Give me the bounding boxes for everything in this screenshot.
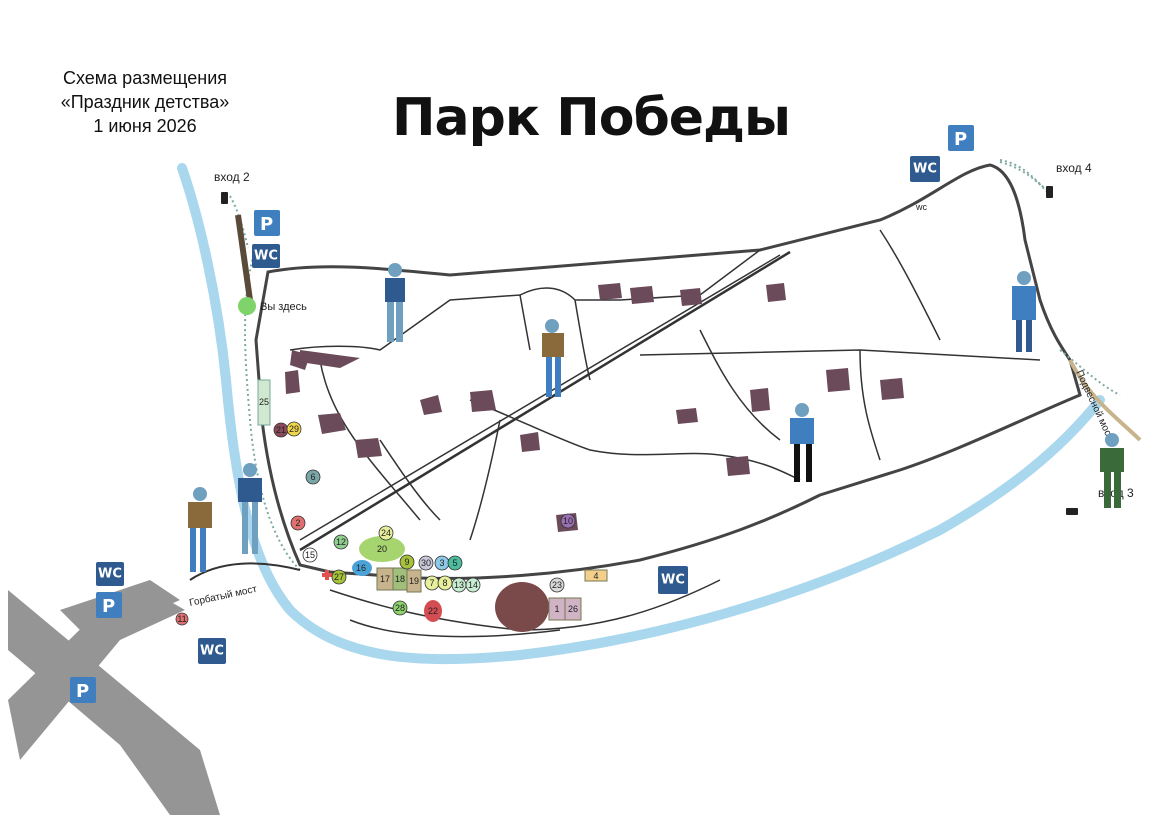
marker-10: 10 (563, 516, 573, 526)
entrance-2-road (235, 214, 253, 301)
pavilions (285, 283, 904, 532)
marker-4: 4 (593, 571, 598, 581)
green-lawn (359, 536, 405, 562)
you-are-here-label: Вы здесь (260, 301, 307, 313)
marker-18: 18 (395, 574, 405, 584)
marker-14: 14 (468, 580, 478, 590)
marker-13: 13 (454, 580, 464, 590)
heading-line-2: «Праздник детства» (60, 92, 230, 112)
marker-1: 1 (554, 604, 559, 614)
dotted-edge (244, 249, 301, 571)
marker-8: 8 (442, 578, 447, 588)
numbered-markers: 1 2 3 4 5 6 7 8 9 10 11 12 13 14 15 16 1… (175, 397, 599, 626)
wc-sign: WC (910, 156, 940, 182)
marker-27: 27 (334, 572, 344, 582)
walkie-talkie-icon (221, 186, 1078, 515)
marker-17: 17 (380, 574, 390, 584)
wc-sign-label: WC (98, 567, 122, 582)
you-are-here-marker (238, 297, 256, 315)
marker-19: 19 (409, 576, 419, 586)
marker-26: 26 (568, 604, 578, 614)
suspension-bridge-label: Подвесной мост (1073, 369, 1115, 443)
wc-sign: WC (658, 566, 688, 594)
marker-7: 7 (429, 578, 434, 588)
marker-24: 24 (381, 528, 391, 538)
marker-15: 15 (305, 550, 315, 560)
person-figure (1100, 433, 1124, 508)
person-figure (542, 319, 564, 397)
wc-sign: WC (252, 244, 280, 268)
person-figure (188, 487, 212, 572)
marker-25: 25 (259, 397, 269, 407)
river (177, 163, 1105, 665)
marker-23: 23 (552, 580, 562, 590)
marker-20: 20 (377, 544, 387, 554)
park-title: Парк Победы (392, 88, 791, 148)
humpback-bridge (189, 562, 301, 581)
marker-6: 6 (310, 472, 315, 482)
person-figure (238, 463, 262, 554)
humpback-bridge-label: Горбатый мост (188, 583, 258, 609)
wc-sign: WC (96, 562, 124, 586)
map-heading: Схема размещения «Праздник детства» 1 ию… (30, 66, 260, 138)
parking-sign: P (70, 677, 96, 703)
person-figure (385, 263, 405, 342)
marker-28: 28 (395, 603, 405, 613)
marker-16: 16 (356, 563, 366, 573)
wc-sign-label: WC (913, 162, 937, 177)
marker-3: 3 (439, 558, 444, 568)
heading-line-1: Схема размещения (62, 68, 227, 88)
parking-sign-label: P (260, 214, 273, 235)
wc-sign-label: WC (254, 249, 278, 264)
parking-sign-label: P (954, 129, 967, 150)
marker-30: 30 (421, 558, 431, 568)
parking-sign: P (948, 125, 974, 151)
central-hill (495, 582, 549, 632)
marker-2: 2 (295, 518, 300, 528)
parking-sign-label: P (102, 596, 115, 617)
parking-sign: P (254, 210, 280, 236)
parking-sign: P (96, 592, 122, 618)
wc-small-label: wc (915, 202, 927, 212)
person-figure (1012, 271, 1036, 352)
marker-12: 12 (336, 537, 346, 547)
marker-11: 11 (177, 614, 186, 624)
parking-sign-label: P (76, 681, 89, 702)
suspension-bridge (1068, 359, 1142, 442)
heading-line-3: 1 июня 2026 (93, 116, 197, 136)
marker-29: 29 (289, 424, 299, 434)
marker-5: 5 (452, 558, 457, 568)
person-figure (790, 403, 814, 482)
entrance-2-label: вход 2 (214, 170, 250, 184)
marker-21: 21 (276, 425, 286, 435)
marker-22: 22 (428, 606, 438, 616)
first-aid-icon (322, 570, 332, 580)
booths (257, 379, 608, 622)
entrance-4-label: вход 4 (1056, 161, 1092, 175)
wc-sign: WC (198, 638, 226, 664)
wc-sign-label: WC (661, 573, 685, 588)
marker-9: 9 (404, 557, 409, 567)
wc-sign-label: WC (200, 644, 224, 659)
